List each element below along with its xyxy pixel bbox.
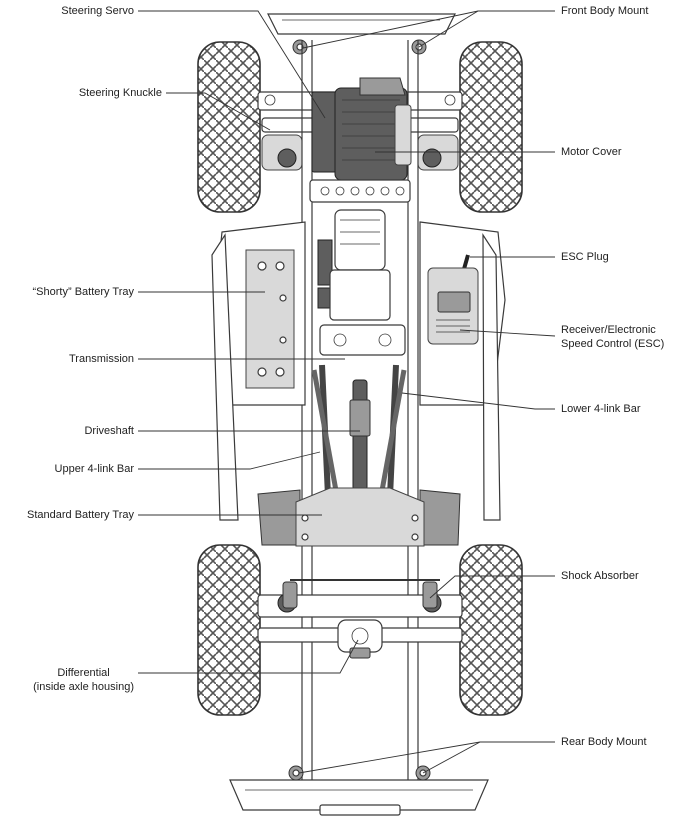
rear-right-tire: [459, 544, 523, 716]
leader-lines: [138, 10, 556, 774]
label-driveshaft: Driveshaft: [84, 425, 134, 437]
shorty-battery-tray: [245, 249, 295, 389]
front-right-tire: [459, 41, 523, 213]
label-differential-line2: (inside axle housing): [33, 681, 134, 693]
label-lower-4link-bar: Lower 4-link Bar: [561, 403, 641, 415]
label-rear-body-mount: Rear Body Mount: [561, 736, 647, 748]
label-standard-battery-tray: Standard Battery Tray: [27, 509, 134, 521]
leader-steering-knuckle: [166, 92, 271, 131]
leader-differential: [138, 639, 359, 674]
motor-mount-plate: [309, 179, 411, 203]
differential: [337, 619, 383, 659]
leader-steering-servo: [138, 10, 326, 119]
label-esc-plug: ESC Plug: [561, 251, 609, 263]
motor-cover: [334, 77, 412, 181]
leader-shock-absorber: [429, 575, 555, 599]
label-shorty-battery-tray: “Shorty” Battery Tray: [32, 286, 134, 298]
front-bumper: [267, 13, 456, 55]
label-transmission: Transmission: [69, 353, 134, 365]
label-motor-cover: Motor Cover: [561, 146, 622, 158]
rear-left-tire: [197, 544, 261, 716]
label-steering-knuckle: Steering Knuckle: [78, 87, 162, 99]
leader-lower-4link-bar: [401, 392, 555, 410]
label-shock-absorber: Shock Absorber: [561, 570, 639, 582]
label-differential-line1: Differential: [57, 667, 110, 679]
label-receiver-esc-line1: Receiver/Electronic: [561, 324, 656, 336]
label-upper-4link-bar: Upper 4-link Bar: [54, 463, 134, 475]
label-differential: Differential (inside axle housing): [33, 666, 134, 694]
standard-battery-tray: [257, 487, 461, 547]
front-left-tire: [197, 41, 261, 213]
leader-rear-body-mount-b: [422, 741, 481, 774]
label-receiver-esc-line2: Speed Control (ESC): [561, 338, 665, 350]
transmission: [317, 209, 406, 356]
label-steering-servo: Steering Servo: [61, 5, 134, 17]
driveshaft: [349, 379, 371, 491]
leader-receiver-esc: [459, 329, 556, 337]
leader-front-body-mount-b: [418, 10, 479, 48]
label-receiver-esc: Receiver/Electronic Speed Control (ESC): [561, 323, 664, 351]
shock-absorbers: [282, 581, 438, 609]
receiver-esc: [427, 267, 479, 345]
leader-upper-4link-bar: [138, 451, 321, 470]
right-side-body: [419, 221, 506, 521]
rear-bumper: [229, 765, 489, 816]
label-front-body-mount: Front Body Mount: [561, 5, 649, 17]
